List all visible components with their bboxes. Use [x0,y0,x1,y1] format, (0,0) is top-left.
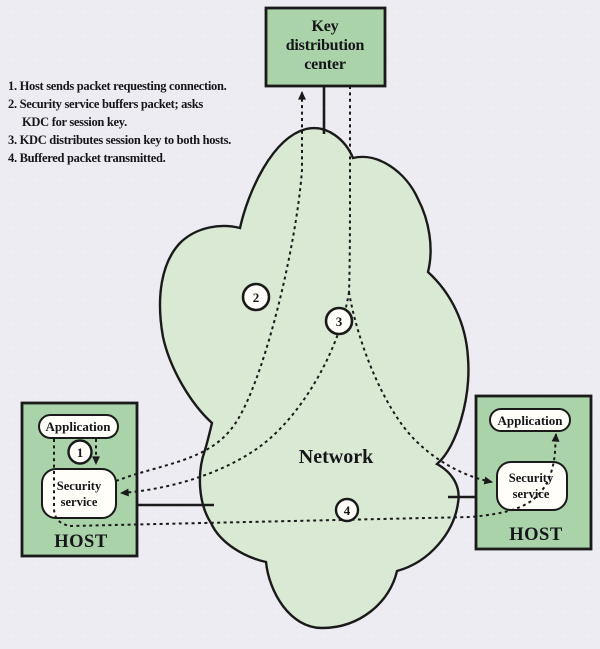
kdc-label-line2: distribution [286,37,365,54]
marker-3-circle [324,306,354,336]
right-host-label: HOST [509,525,563,545]
right-security-label-line1: Security [509,471,554,485]
step-legend-line-3: 3. KDC distributes session key to both h… [8,133,231,147]
kdc-label-line3: center [304,56,346,73]
flow-3-kdc-stem [348,86,351,293]
right-security-service-box [496,461,568,511]
marker-2-label: 2 [253,290,260,305]
marker-4-label: 4 [344,503,351,518]
right-application-pill [489,408,571,432]
right-application-label: Application [497,413,563,428]
right-security-label-line2: service [513,487,550,501]
step-legend: 1. Host sends packet requesting connecti… [8,77,278,167]
step-legend-line-2: 2. Security service buffers packet; asks [8,97,203,111]
marker-1-label: 1 [77,445,84,460]
left-security-service-box [41,468,117,519]
kdc-box [264,6,387,88]
flow-3-right-branch [348,291,493,485]
network-cloud [158,126,470,630]
network-label: Network [299,446,374,468]
step-legend-line-4: 4. Buffered packet transmitted. [8,151,166,165]
kdc-label-line1: Key [312,18,339,35]
flow-3-left-branch [120,291,350,497]
flow-2-to-kdc [115,91,306,482]
left-host-label: HOST [54,532,108,552]
flow-4-buffer-drop [53,439,71,527]
left-application-label: Application [45,419,111,434]
step-legend-line-1: 1. Host sends packet requesting connecti… [8,79,227,93]
marker-2-circle [241,282,271,312]
marker-1-circle [67,439,93,465]
marker-3-label: 3 [336,314,343,329]
marker-4-circle [334,497,360,523]
left-security-label-line2: service [61,495,98,509]
left-application-pill [38,414,119,439]
left-security-label-line1: Security [57,479,102,493]
step-legend-line-2-cont: KDC for session key. [22,115,127,129]
